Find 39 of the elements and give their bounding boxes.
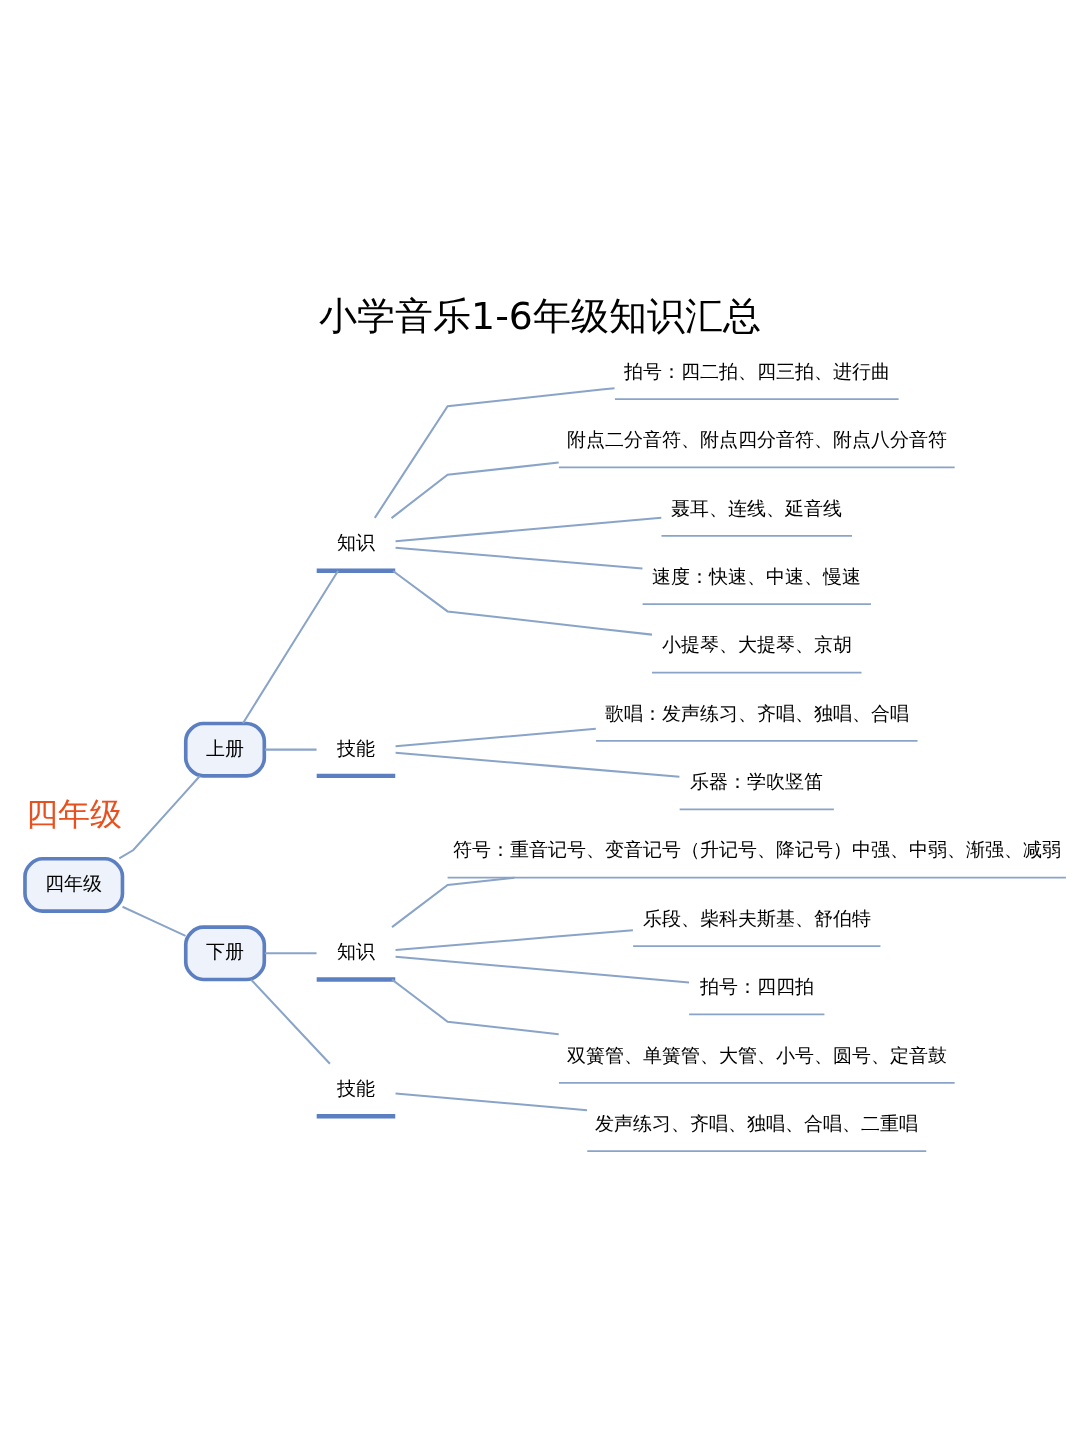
connector [250,978,331,1064]
connector [395,751,680,778]
connector [118,774,201,859]
node-text: 知识 [336,939,375,962]
connector [395,546,643,569]
node-text: 聂耳、连线、延音线 [671,496,843,519]
node-text: 乐段、柴科夫斯基、舒伯特 [642,906,871,929]
node-box: 上册 [183,721,267,778]
connector [392,569,653,636]
connector [395,955,690,983]
node-text: 符号：重音记号、变音记号（升记号、降记号）中强、中弱、渐强、减弱 [452,837,1061,860]
connector [391,978,559,1035]
connector [391,876,515,928]
node-box: 四年级 [23,856,125,913]
connector [242,569,339,724]
node-text: 知识 [336,530,375,553]
node-text: 歌唱：发声练习、齐唱、独唱、合唱 [604,701,909,724]
node-text: 拍号：四二拍、四三拍、进行曲 [623,359,890,382]
node-text: 技能 [336,1076,375,1099]
connector [264,951,317,954]
connector [395,516,662,542]
node-text: 乐器：学吹竖笛 [690,769,824,792]
connector [395,727,596,747]
node-box: 下册 [183,924,267,981]
connector [264,748,317,751]
connector [122,905,186,937]
node-text: 小提琴、大提琴、京胡 [661,632,852,655]
node-text: 双簧管、单簧管、大管、小号、圆号、定音鼓 [566,1043,947,1066]
node-text: 附点二分音符、附点四分音符、附点八分音符 [566,427,947,450]
diagram-title: 小学音乐1-6年级知识汇总 [319,293,761,338]
connector [390,461,559,519]
node-text: 拍号：四四拍 [699,974,814,997]
label: 四年级 [25,794,122,833]
connector [395,928,633,951]
node-text: 速度：快速、中速、慢速 [652,564,862,587]
connector [395,1091,588,1111]
node-text: 技能 [336,736,375,759]
node-text: 发声练习、齐唱、独唱、合唱、二重唱 [595,1111,919,1134]
connector [373,386,615,518]
